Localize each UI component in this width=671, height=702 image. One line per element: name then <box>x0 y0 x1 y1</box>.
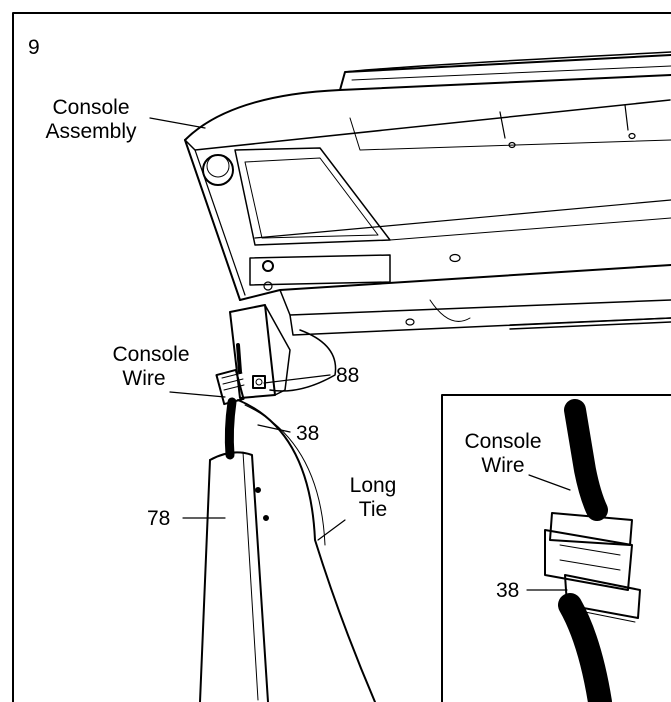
label-long-tie: Long Tie <box>349 474 397 521</box>
inset-label-part-38: 38 <box>496 579 520 602</box>
inset-label-console-wire: Console Wire <box>464 430 542 477</box>
inset-box <box>441 394 671 702</box>
screw-88 <box>252 375 266 389</box>
label-part-88: 88 <box>336 364 360 387</box>
label-console-wire: Console Wire <box>112 343 190 390</box>
console-wire-drawing <box>215 343 376 702</box>
bracket-drawing <box>229 304 291 399</box>
label-console-assembly: Console Assembly <box>45 96 137 143</box>
step-number: 9 <box>28 36 40 59</box>
page-border <box>12 12 671 702</box>
label-part-78: 78 <box>147 507 171 530</box>
upright-78-drawing <box>199 451 269 702</box>
console-assembly-drawing <box>184 51 671 392</box>
label-part-38: 38 <box>296 422 320 445</box>
leader-lines <box>149 117 571 591</box>
